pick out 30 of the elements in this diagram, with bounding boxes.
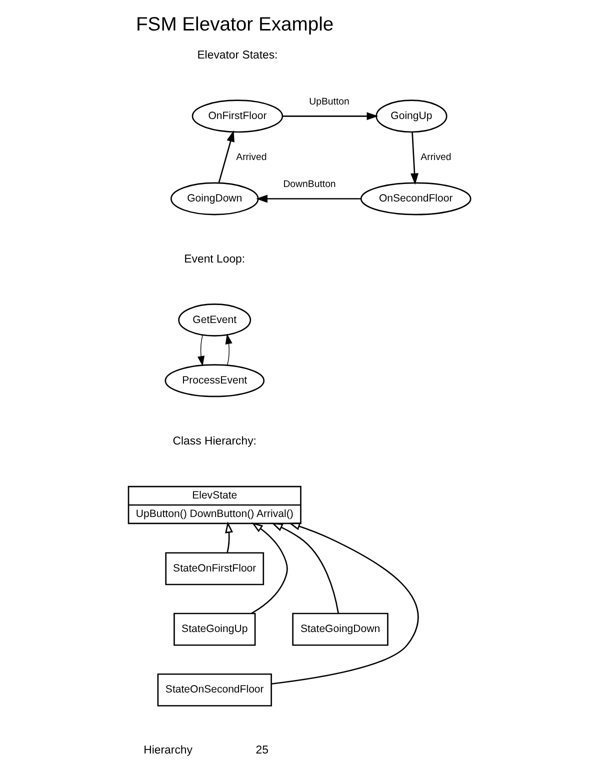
node-ellipse: OnFirstFloor [191,100,283,133]
arrow [197,334,204,366]
label: Hierarchy [143,744,192,757]
node-ellipse: OnSecondFloor [360,182,471,216]
arrow [270,522,338,614]
node-ellipse: ProcessEvent [164,364,264,398]
node-box: StateOnSecondFloor [156,673,272,706]
label: Event Loop: [184,253,245,266]
node-ellipse: GoingUp [375,100,447,133]
label: 25 [255,744,268,757]
edge-label: Arrived [420,152,451,163]
edge-label: Arrived [236,152,266,163]
arrow [224,334,232,366]
arrow [224,521,233,553]
arrow [250,522,288,614]
label: Class Hierarchy: [172,435,256,448]
node-box: StateGoingUp [173,612,256,646]
node-box: StateOnFirstFloor [164,552,264,586]
node-box: StateGoingDown [292,612,388,646]
arrow [256,194,360,203]
arrow [282,112,378,120]
label: Elevator States: [196,50,278,62]
edge-label: UpButton [308,96,349,108]
arrow [270,522,418,685]
edge-label: DownButton [282,179,336,190]
diagram-title: FSM Elevator Example [136,14,334,36]
arrow [218,130,234,184]
arrow [410,132,418,185]
node-ellipse: GetEvent [178,304,251,336]
node-ellipse: GoingDown [170,182,258,216]
